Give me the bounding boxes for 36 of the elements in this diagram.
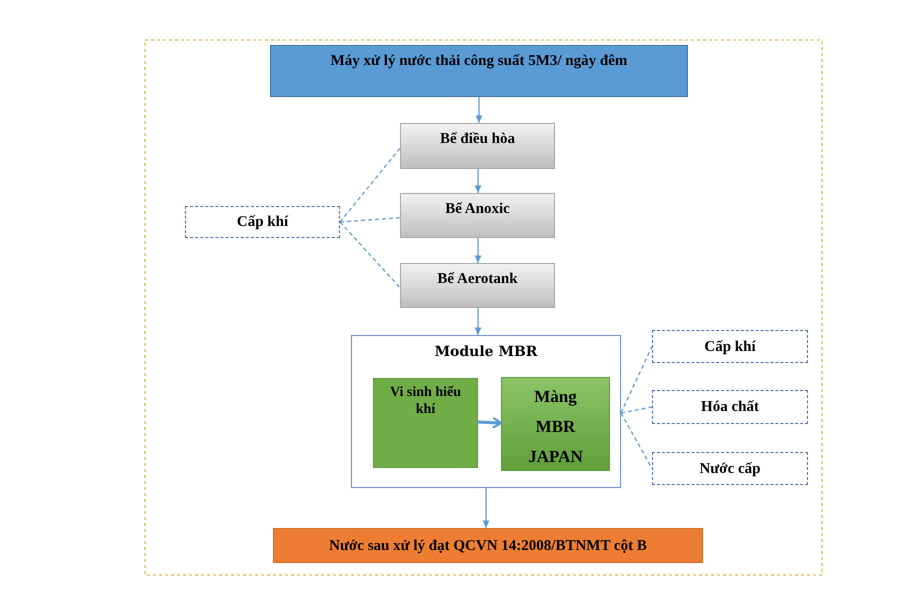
arrow xyxy=(476,416,502,429)
input-box xyxy=(652,330,808,363)
arrow xyxy=(474,308,482,335)
node-label: Bể Anoxic xyxy=(445,200,510,218)
arrow xyxy=(474,238,482,263)
input-box xyxy=(652,452,808,485)
node-label: Nước sau xử lý đạt QCVN 14:2008/BTNMT cột B xyxy=(329,536,647,554)
node-label: Máy xử lý nước thải công suất 5M3/ ngày đêm xyxy=(330,52,628,70)
dashed-connector xyxy=(340,217,400,223)
tank-box xyxy=(400,263,555,308)
tank-box xyxy=(400,123,555,169)
process-box xyxy=(373,378,478,468)
dashed-connector xyxy=(620,346,653,414)
process-box xyxy=(270,45,688,97)
node-label: Hóa chất xyxy=(701,398,759,416)
node-label: Vi sinh hiếu khí xyxy=(388,385,462,419)
node-label: Bể điều hòa xyxy=(440,130,515,148)
module-box xyxy=(351,335,621,488)
arrow xyxy=(482,488,490,528)
node-label: Cấp khí xyxy=(236,213,288,231)
arrow xyxy=(474,169,482,193)
arrow xyxy=(476,97,482,123)
node-label: Nước cấp xyxy=(699,460,761,478)
membrane-box xyxy=(501,377,610,471)
input-box xyxy=(185,206,340,238)
dashed-connector xyxy=(340,148,400,222)
output-box xyxy=(273,528,703,563)
input-box xyxy=(652,390,808,424)
dashed-connector xyxy=(340,222,400,288)
node-label: Module MBR xyxy=(434,344,538,361)
node-label: Cấp khí xyxy=(704,338,756,356)
dashed-connector xyxy=(620,406,652,414)
node-label: Màng MBR JAPAN xyxy=(527,386,584,468)
tank-box xyxy=(400,193,555,238)
dashed-connector xyxy=(620,412,653,469)
node-label: Bể Aerotank xyxy=(437,270,518,288)
